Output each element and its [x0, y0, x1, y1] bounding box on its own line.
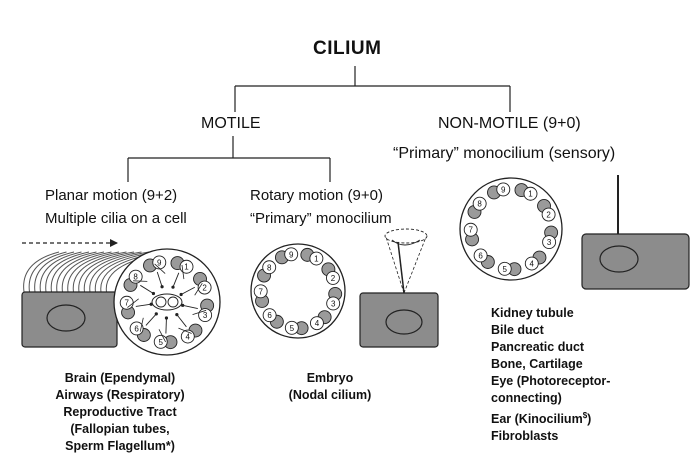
doublet-number: 5 [503, 265, 508, 274]
microtubule-doublet: 7 [119, 295, 153, 320]
doublet-number: 7 [124, 299, 129, 308]
microtubule-doublet: 9 [274, 247, 299, 265]
doublet-number: 8 [133, 273, 138, 282]
nonmotile-sublabel: “Primary” monocilium (sensory) [393, 145, 616, 162]
location-item: Eye (Photoreceptor- [491, 374, 611, 388]
doublet-number: 8 [267, 263, 272, 272]
microtubule-doublet: 7 [253, 284, 269, 308]
location-item: Sperm Flagellum*) [65, 439, 175, 453]
microtubule-doublet: 9 [143, 255, 167, 289]
doublet-number: 7 [468, 226, 473, 235]
planar-locations: Brain (Ependymal) Airways (Respiratory) … [20, 370, 220, 455]
doublet-number: 1 [314, 255, 319, 264]
doublet-number: 9 [289, 250, 294, 259]
microtubule-doublet: 1 [300, 247, 324, 266]
location-item: Fibroblasts [491, 429, 559, 444]
microtubule-doublet: 3 [326, 286, 343, 311]
doublet-number: 3 [331, 299, 336, 308]
microtubule-doublet: 1 [514, 183, 538, 201]
doublet-number: 3 [203, 311, 208, 320]
doublet-number: 8 [477, 200, 482, 209]
rotary-locations: Embryo (Nodal cilium) [275, 370, 385, 404]
ear-suffix: ) [587, 412, 592, 427]
microtubule-doublet: 4 [309, 310, 332, 331]
planar-cilia-cell [21, 239, 172, 348]
planar-cross-section: 1 2 3 4 5 6 7 8 9 [113, 248, 221, 356]
microtubule-doublet: 4 [175, 313, 203, 344]
microtubule-doublet: 6 [473, 248, 495, 269]
microtubule-doublet: 5 [284, 320, 309, 336]
location-item: (Fallopian tubes, [70, 422, 170, 436]
location-item: Pancreatic duct [491, 340, 585, 354]
location-item: connecting) [491, 391, 562, 405]
ear-superscript: $ [582, 411, 588, 420]
microtubule-doublet: 6 [129, 312, 158, 342]
doublet-number: 2 [202, 284, 207, 293]
hierarchy-lines [127, 66, 511, 182]
location-item: Airways (Respiratory) [55, 388, 185, 402]
microtubule-doublet: 8 [123, 269, 156, 296]
doublet-number: 2 [331, 274, 336, 283]
location-item: Bone, Cartilage [491, 357, 583, 371]
rotary-heading: Rotary motion (9+0) [250, 187, 383, 204]
location-item: Kidney tubule [491, 306, 574, 320]
microtubule-doublet: 9 [487, 182, 511, 200]
location-ear-text: Ear (Kinocilium [491, 412, 583, 427]
microtubule-doublet: 2 [179, 271, 212, 297]
doublet-number: 3 [547, 238, 552, 247]
nonmotile-cross-section: 1 2 3 4 5 6 7 8 9 [459, 177, 563, 281]
doublet-number: 5 [159, 338, 164, 347]
microtubule-doublet: 5 [497, 261, 522, 277]
rotary-cell [359, 228, 439, 348]
doublet-number: 4 [186, 333, 191, 342]
rotary-subheading: “Primary” monocilium [250, 210, 392, 227]
microtubule-doublet: 5 [153, 316, 178, 350]
doublet-number: 2 [546, 211, 551, 220]
microtubule-doublet: 6 [262, 308, 284, 329]
diagram-title: CILIUM [313, 38, 382, 59]
central-pair [151, 293, 183, 311]
microtubule-doublet: 1 [170, 256, 194, 289]
doublet-number: 4 [315, 319, 320, 328]
location-item: Bile duct [491, 323, 544, 337]
motile-label: MOTILE [201, 115, 261, 132]
doublet-number: 1 [184, 263, 189, 272]
location-item: Brain (Ependymal) [64, 371, 176, 385]
location-item: (Nodal cilium) [288, 388, 372, 402]
microtubule-doublet: 8 [257, 260, 277, 283]
microtubule-doublet: 3 [542, 225, 559, 250]
doublet-number: 9 [501, 185, 506, 194]
planar-heading: Planar motion (9+2) [45, 187, 178, 204]
doublet-number: 4 [530, 260, 535, 269]
location-item: Ear (Kinocilium$) [491, 407, 610, 428]
microtubule-doublet: 8 [467, 196, 487, 219]
doublet-number: 1 [528, 190, 533, 199]
nonmotile-cell [581, 175, 690, 290]
doublet-number: 9 [157, 258, 162, 267]
location-item: Reproductive Tract [63, 405, 177, 419]
microtubule-doublet: 7 [463, 222, 480, 247]
nonmotile-label: NON-MOTILE (9+0) [438, 115, 581, 132]
planar-subheading: Multiple cilia on a cell [45, 210, 187, 227]
microtubule-doublet: 3 [181, 298, 215, 323]
microtubule-doublet: 2 [537, 198, 556, 222]
doublet-number: 5 [290, 324, 295, 333]
doublet-number: 6 [267, 311, 272, 320]
nonmotile-locations: Kidney tubule Bile duct Pancreatic duct … [491, 305, 610, 445]
doublet-number: 6 [134, 324, 139, 333]
location-item: Embryo [306, 371, 354, 385]
microtubule-doublet: 4 [524, 250, 547, 271]
microtubule-doublet: 2 [321, 262, 340, 285]
rotary-cross-section: 1 2 3 4 5 6 7 8 9 [250, 243, 346, 339]
doublet-number: 7 [258, 287, 263, 296]
doublet-number: 6 [478, 251, 483, 260]
